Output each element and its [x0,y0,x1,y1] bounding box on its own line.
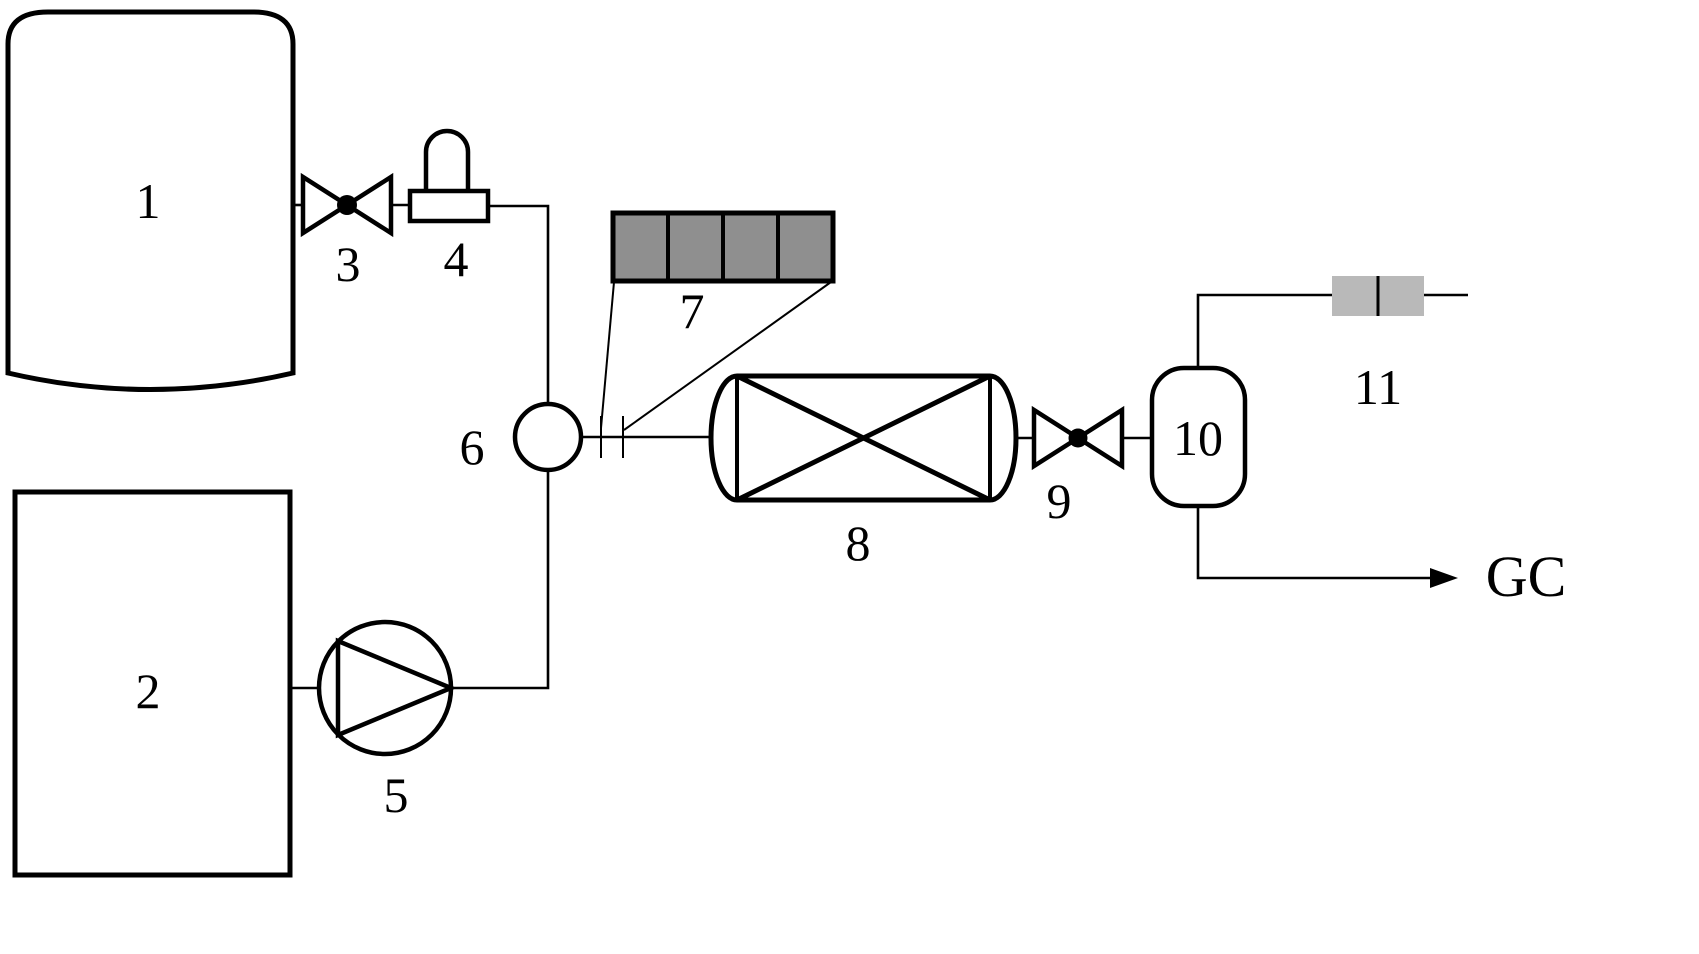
mixer-6: 6 [460,401,584,475]
valve-3-left-triangle-icon [300,172,352,238]
tank-2: 2 [12,489,293,878]
filter-11: 11 [1332,276,1424,415]
reactor-8: 8 [708,373,1019,571]
valve-9: 9 [1031,405,1125,529]
gc-outlet: GC [1486,544,1567,609]
tank-1-body [5,9,296,392]
tank-2-label: 2 [136,663,161,719]
gc-arrowhead-icon [1430,568,1458,588]
mixer-6-body [512,401,584,473]
valve-9-right-triangle-icon [1073,405,1125,471]
separator-10-label: 10 [1173,410,1223,466]
furnace-7-pointer-right [623,281,832,431]
regulator-4-dome-icon [423,128,471,191]
pump-5: 5 [316,619,457,823]
pump-5-label: 5 [384,767,409,823]
mixer-6-label: 6 [460,419,485,475]
valve-3-label: 3 [336,236,361,292]
regulator-4-base [407,188,491,224]
furnace-7-label: 7 [680,283,705,339]
separator-10-body [1149,365,1248,509]
valve-9-ball-icon [1068,428,1088,448]
tank-2-body [12,489,293,878]
reactor-8-diagonal [735,373,992,503]
tank-1-label: 1 [136,173,161,229]
valve-3: 3 [300,172,394,292]
pipe-segment [488,204,550,404]
pipe-segment [1196,506,1432,580]
reactor-8-label: 8 [846,515,871,571]
pump-5-triangle-icon [335,637,457,739]
regulator-4-label: 4 [444,231,469,287]
regulator-4: 4 [407,128,491,287]
valve-9-left-triangle-icon [1031,405,1083,471]
tank-1: 1 [5,9,296,392]
valve-3-right-triangle-icon [342,172,394,238]
filter-11-label: 11 [1354,359,1402,415]
gc-outlet-label: GC [1486,544,1567,609]
valve-3-ball-icon [337,195,357,215]
valve-9-label: 9 [1047,473,1072,529]
furnace-7: 7 [600,210,836,458]
furnace-7-pointer-left [600,281,615,429]
separator-10: 10 [1149,365,1248,509]
pipe-segment [451,470,550,690]
